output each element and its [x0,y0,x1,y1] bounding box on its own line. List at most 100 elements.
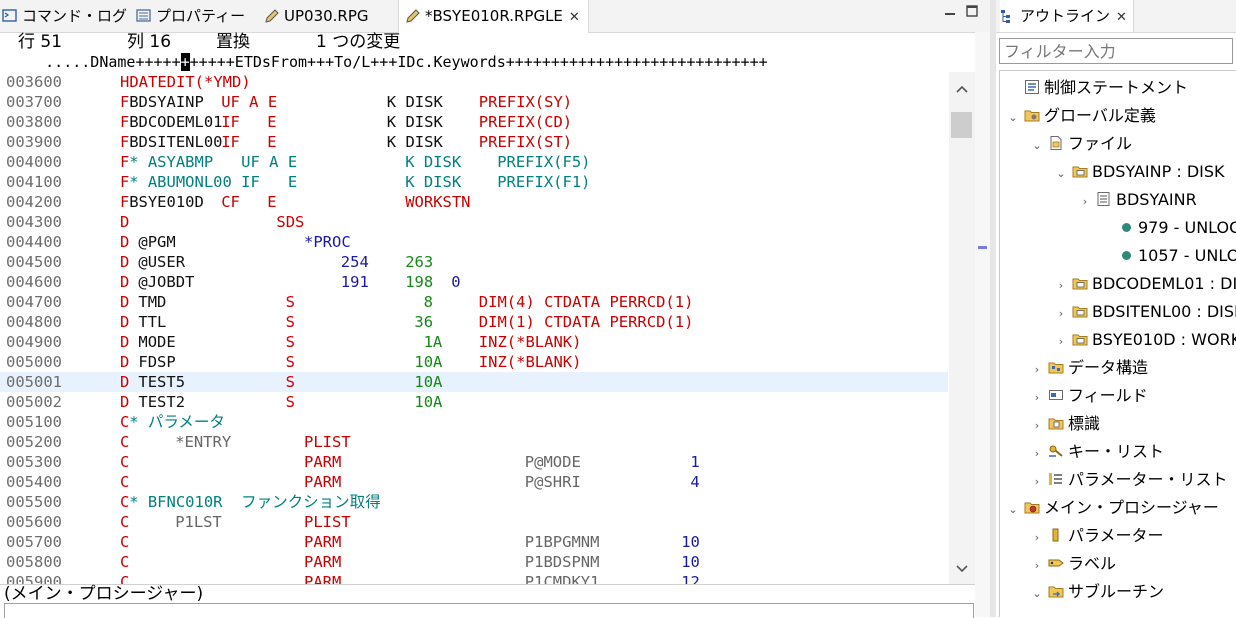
scroll-up-icon[interactable] [955,82,969,96]
chevron-right-icon[interactable]: › [1082,195,1088,208]
chevron-right-icon[interactable]: › [1058,279,1064,292]
outline-tree-item[interactable]: ›フィールド [1030,382,1148,410]
chevron-down-icon[interactable]: ⌄ [1056,167,1066,180]
outline-tree-item[interactable]: ⌄ ファイル [1030,130,1132,158]
close-icon[interactable]: ✕ [568,10,580,25]
chevron-right-icon[interactable]: › [1034,531,1040,544]
outline-icon [1000,3,1016,23]
sequence-number: 005000 [6,353,62,371]
code-token: 1A [423,333,443,351]
outline-tree-item[interactable]: ›BSYE010D : WORKSTN [1054,326,1236,354]
chevron-down-icon[interactable]: ⌄ [1008,111,1018,124]
chevron-down-icon[interactable]: ⌄ [1032,587,1042,600]
chevron-right-icon[interactable]: › [1058,307,1064,320]
tab-up030-rpg[interactable]: UP030.RPG [264,0,369,32]
outline-tree: 制御ステートメント⌄グローバル定義⌄ファイル⌄BDSYAINP : DISK›B… [999,70,1236,617]
code-token: * パラメータ [129,413,225,431]
outline-tree-item[interactable]: ›BDSITENL00 : DISK [1054,298,1236,326]
sequence-number: 005400 [6,473,62,491]
command-input[interactable] [4,603,974,618]
minimize-icon[interactable] [943,4,957,18]
code-token: E [267,133,277,151]
chevron-right-icon[interactable]: › [1034,419,1040,432]
outline-item-label: ファイル [1068,134,1133,153]
chevron-right-icon[interactable]: › [1058,335,1064,348]
outline-tree-item[interactable]: ⌄メイン・プロシージャー [1006,494,1219,522]
outline-item-label: ラベル [1068,554,1117,573]
outline-tree-item[interactable]: ›キー・リスト [1030,438,1164,466]
panel-sash[interactable] [990,0,996,617]
outline-filter-input[interactable] [999,38,1233,64]
outline-tree-item[interactable]: ›BDCODEML01 : DISK [1054,270,1236,298]
outline-tree-item[interactable]: 制御ステートメント [1006,74,1188,102]
chevron-down-icon[interactable]: ⌄ [1008,503,1018,516]
code-token: D [120,253,130,271]
chevron-right-icon[interactable]: › [1034,363,1040,376]
chevron-right-icon[interactable]: › [1034,559,1040,572]
outline-tree-item[interactable]: ⌄BDSYAINP : DISK [1054,158,1224,186]
vertical-scrollbar[interactable] [949,72,975,584]
outline-tree-item[interactable]: ›BDSYAINR [1078,186,1197,214]
code-token: E [267,113,277,131]
chevron-right-icon[interactable]: › [1034,447,1040,460]
outline-tree-item[interactable]: › ラベル [1030,550,1116,578]
outline-tree-item[interactable]: ›データ構造 [1030,354,1148,382]
chevron-down-icon[interactable]: ⌄ [1032,139,1042,152]
outline-tree-item[interactable]: ⌄グローバル定義 [1006,102,1155,130]
code-token: E [267,193,277,211]
outline-tree-item[interactable]: 1057 - UNLOCK [1102,242,1236,270]
chevron-right-icon[interactable]: › [1034,475,1040,488]
outline-tree-item[interactable]: ›標識 [1030,410,1100,438]
code-token: INZ(*BLANK) [478,333,582,351]
code-token: 12 [681,573,700,584]
control-statement-icon [1024,76,1040,94]
scrollbar-thumb[interactable] [951,112,972,138]
tab-properties[interactable]: プロパティー [136,0,245,32]
close-icon[interactable]: ✕ [1116,10,1127,25]
outline-tree-item[interactable]: 979 - UNLOCK [1102,214,1236,242]
pencil-icon [264,2,280,23]
key-list-icon [1048,440,1064,457]
overview-marker[interactable] [978,246,987,249]
code-token: TMD [138,293,167,311]
outline-tree-item[interactable]: ›パラメーター [1030,522,1164,550]
outline-tree-item[interactable]: ›パラメーター・リスト [1030,466,1228,494]
code-token: S [285,333,295,351]
tab-bsye010r-rpgle[interactable]: *BSYE010R.RPGLE✕ [398,0,589,33]
main-procedure-icon [1024,496,1040,514]
scroll-down-icon[interactable] [955,562,969,576]
code-token: DIM(1) CTDATA PERRCD(1) [478,313,694,331]
chevron-right-icon[interactable]: › [1034,391,1040,404]
outline-tree-item[interactable]: ⌄サブルーチン [1030,578,1164,606]
tab-command-log[interactable]: コマンド・ログ [2,0,127,32]
tab-outline[interactable]: アウトライン✕ [1000,0,1134,32]
maximize-icon[interactable] [965,4,979,18]
